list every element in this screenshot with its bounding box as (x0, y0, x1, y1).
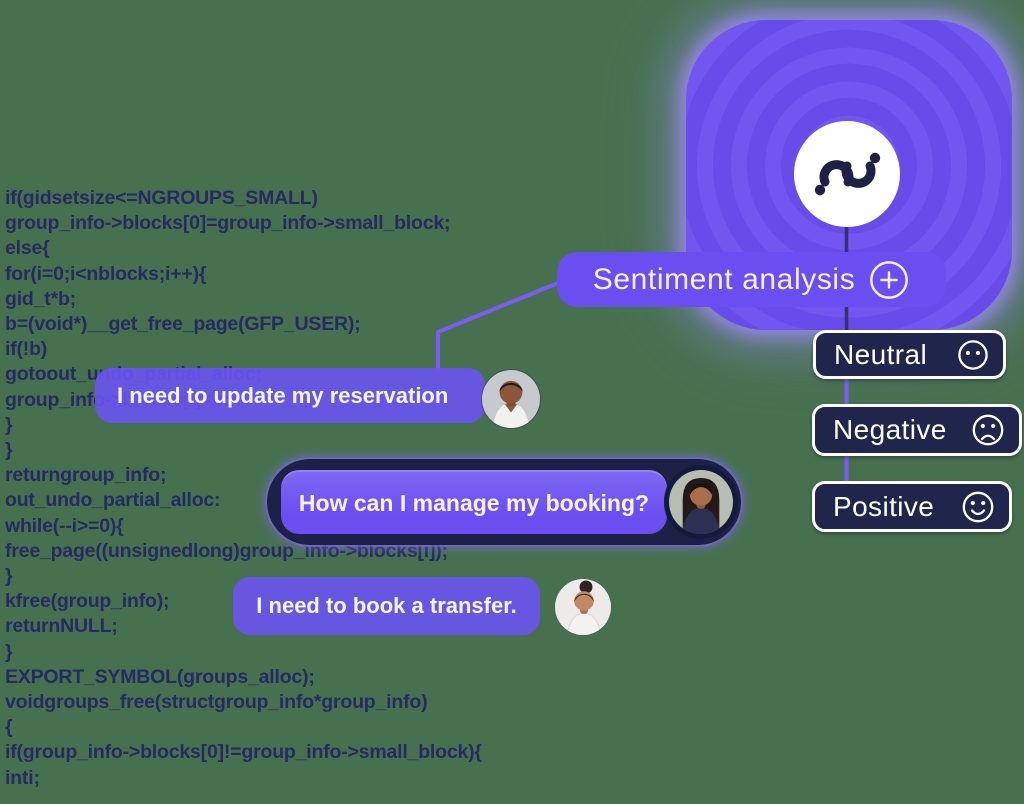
avatar-woman-long-hair (664, 465, 738, 539)
plus-circle-icon[interactable] (868, 259, 910, 301)
code-line: if(group_info->blocks[0]!=group_info->sm… (5, 741, 482, 764)
code-line: kfree(group_info); (5, 590, 170, 613)
sentiment-tag-neutral[interactable]: Neutral (813, 330, 1006, 379)
code-line: out_undo_partial_alloc: (5, 489, 221, 512)
code-line: returngroup_info; (5, 464, 167, 487)
code-line: for(i=0;i<nblocks;i++){ (5, 262, 207, 285)
neutral-face-icon (958, 339, 988, 370)
negative-label: Negative (833, 414, 947, 445)
sentiment-analysis-label: Sentiment analysis (592, 262, 856, 296)
chat-bubble-reservation: I need to update my reservation (95, 368, 485, 423)
code-line: } (5, 439, 13, 462)
chat-message-text: How can I manage my booking? (298, 489, 650, 516)
code-line: inti; (5, 766, 40, 789)
happy-face-icon (962, 491, 994, 522)
sentiment-tag-positive[interactable]: Positive (812, 481, 1012, 532)
code-line: b=(void*)__get_free_page(GFP_USER); (5, 313, 361, 336)
avatar-woman-hair-bun (554, 578, 612, 636)
code-line: free_page((unsignedlong)group_info->bloc… (5, 539, 448, 562)
code-line: gid_t*b; (5, 287, 76, 310)
code-line: if(gidsetsize<=NGROUPS_SMALL) (5, 187, 318, 209)
avatar-man-short-hair (481, 369, 541, 429)
sentiment-analysis-button[interactable]: Sentiment analysis (557, 252, 946, 307)
code-line: } (5, 640, 13, 663)
code-line: else{ (5, 237, 50, 260)
chat-bubble-transfer: I need to book a transfer. (233, 577, 540, 635)
code-line: } (5, 565, 13, 588)
brand-logo (794, 121, 900, 227)
positive-label: Positive (833, 490, 935, 522)
chat-bubble-booking: How can I manage my booking? (281, 470, 667, 534)
code-line: EXPORT_SYMBOL(groups_alloc); (5, 665, 315, 688)
code-line: { (5, 716, 13, 739)
chat-message-text: I need to book a transfer. (256, 593, 517, 618)
code-line: group_info->blocks[0]=group_info->small_… (5, 212, 451, 235)
chat-message-text: I need to update my reservation (117, 382, 449, 408)
code-line: voidgroups_free(structgroup_info*group_i… (5, 691, 428, 714)
sentiment-tag-negative[interactable]: Negative (812, 404, 1022, 456)
wave-logo-icon (814, 152, 881, 196)
code-line: while(--i>=0){ (5, 514, 124, 537)
neutral-label: Neutral (834, 338, 928, 370)
code-block: if(gidsetsize<=NGROUPS_SMALL) group_info-… (5, 186, 482, 791)
sad-face-icon (972, 414, 1004, 446)
code-line: if(!b) (5, 338, 48, 361)
code-line: returnNULL; (5, 615, 118, 638)
code-line: } (5, 413, 13, 436)
